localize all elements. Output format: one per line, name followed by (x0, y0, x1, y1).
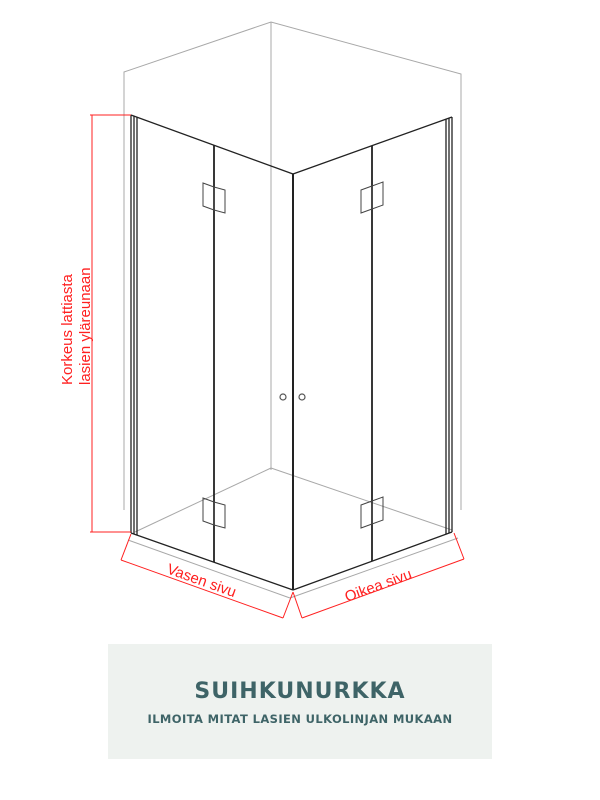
hinge-icon (202, 182, 226, 214)
hinge-icon (202, 497, 226, 529)
hinge-icon (360, 496, 384, 529)
height-label-line1: Korkeus lattiasta (59, 273, 76, 385)
caption-subtitle: ILMOITA MITAT LASIEN ULKOLINJAN MUKAAN (147, 712, 453, 726)
glass-panels (130, 114, 453, 591)
right-side-label: Oikea sivu (343, 566, 415, 606)
handle-knob-icon (279, 393, 287, 401)
height-label-line2: lasien yläreunaan (77, 267, 94, 385)
hinge-icon (360, 181, 384, 214)
caption-title: SUIHKUNURKKA (194, 679, 406, 704)
walls (123, 21, 462, 599)
handle-knob-icon (298, 393, 306, 401)
door-handles (279, 393, 306, 401)
caption-panel: SUIHKUNURKKA ILMOITA MITAT LASIEN ULKOLI… (108, 644, 492, 759)
shower-corner-diagram: Korkeus lattiasta lasien yläreunaan Vase… (59, 21, 465, 619)
hinges (202, 181, 384, 529)
right-side-dimension (292, 532, 465, 619)
height-dimension (90, 114, 131, 533)
left-side-dimension (120, 533, 294, 619)
